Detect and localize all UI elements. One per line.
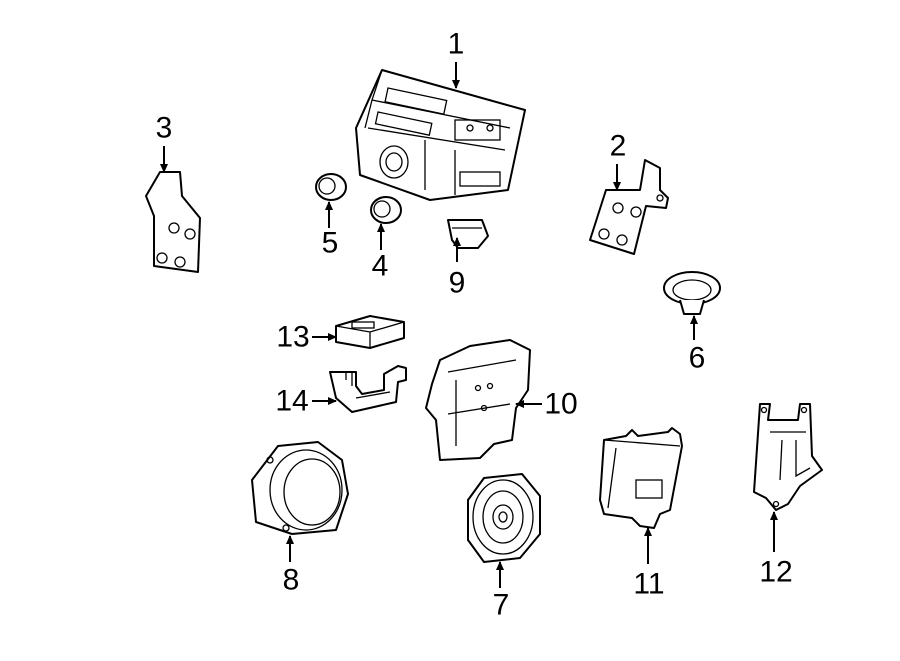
speaker-icon <box>467 473 541 563</box>
callout-labels: 1 2 3 4 5 6 7 8 9 10 11 12 13 14 <box>156 28 793 622</box>
callout-9: 9 <box>449 267 466 300</box>
callout-8: 8 <box>283 564 300 597</box>
callout-7: 7 <box>493 589 510 622</box>
tweeter-speaker-icon <box>663 271 721 315</box>
knob-icon <box>315 173 347 201</box>
module-icon <box>335 315 405 349</box>
callout-10: 10 <box>544 388 577 421</box>
clip-icon <box>447 219 489 249</box>
speaker-spacer-icon <box>251 441 349 535</box>
callout-arrows <box>160 62 778 588</box>
amplifier-icon <box>425 339 531 461</box>
control-module-icon <box>599 427 683 529</box>
bracket-icon <box>753 403 823 511</box>
callout-4: 4 <box>372 250 389 283</box>
mounting-bracket-icon <box>589 159 669 255</box>
callout-1: 1 <box>448 28 465 61</box>
callout-6: 6 <box>689 342 706 375</box>
callout-13: 13 <box>276 321 309 354</box>
radio-receiver-unit-icon <box>355 69 526 201</box>
mounting-bracket-icon <box>145 171 201 273</box>
callout-12: 12 <box>759 556 792 589</box>
callout-2: 2 <box>610 130 627 163</box>
knob-icon <box>370 196 402 224</box>
callout-11: 11 <box>633 568 664 601</box>
callout-14: 14 <box>275 385 308 418</box>
callout-5: 5 <box>322 227 339 260</box>
bracket-icon <box>329 365 407 413</box>
callout-3: 3 <box>156 112 173 145</box>
